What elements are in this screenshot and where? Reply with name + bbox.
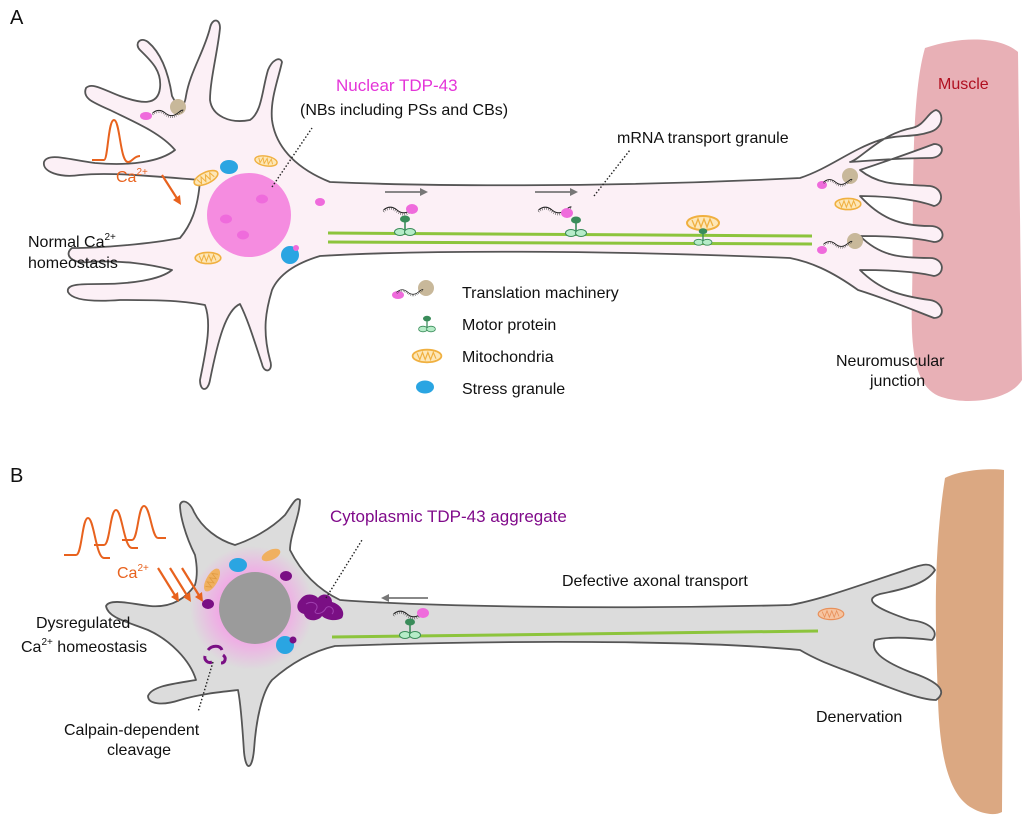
arrowhead [381, 594, 389, 602]
mitochondria [834, 197, 862, 211]
calcium-label: Ca2+ [116, 167, 148, 186]
nmj-label-line2: junction [869, 373, 925, 390]
nuclear-body [237, 230, 249, 240]
arrowhead [570, 188, 578, 196]
tdp43-dot [289, 636, 297, 644]
mitochondria [194, 251, 222, 265]
panel-b-letter: B [10, 465, 23, 487]
pointer-line [593, 149, 631, 197]
healthy-neuron [43, 19, 944, 390]
diseased-neuron [105, 498, 943, 767]
stress-granule [276, 636, 294, 654]
calcium-spike [92, 118, 141, 164]
legend-label: Motor protein [462, 317, 556, 334]
dysregulated-label-line2: Ca2+ homeostasis [21, 637, 147, 656]
mitochondria [817, 607, 845, 621]
microtubule [327, 240, 813, 246]
mitochondria [261, 548, 281, 562]
nmj-label: Neuromuscular [836, 353, 945, 370]
legend-label: Translation machinery [462, 285, 619, 302]
mitochondria [686, 215, 720, 231]
tdp43-dot [293, 245, 299, 251]
mrna-granule-label: mRNA transport granule [617, 130, 789, 147]
mitochondria [203, 568, 221, 592]
mitochondria-icon [411, 348, 443, 364]
stress-granule [220, 160, 238, 174]
arrowhead [420, 188, 428, 196]
tdp43-aggregate-small [280, 571, 292, 581]
translation-machinery-icon [392, 280, 434, 299]
transport-label: Defective axonal transport [562, 573, 748, 590]
tdp43-dot [315, 198, 325, 206]
pointer-line [325, 539, 363, 599]
calcium-influx-arrows [157, 567, 201, 598]
nuclear-body [256, 194, 268, 204]
legend: Translation machinery Motor protein Mito… [392, 280, 619, 398]
legend-label: Mitochondria [462, 349, 554, 366]
nuclear-body [220, 214, 232, 224]
calpain-label: Calpain-dependent [64, 722, 200, 739]
muscle-healthy [911, 39, 1022, 401]
panel-a-letter: A [10, 7, 24, 29]
mrna-transport-granule [537, 205, 573, 218]
translation-machinery [817, 233, 863, 254]
mrna-transport-granule [392, 608, 429, 620]
nucleus-diseased [219, 572, 291, 644]
denervation-label: Denervation [816, 709, 902, 726]
tdp43-aggregate-small [202, 599, 214, 609]
nucleus [207, 173, 291, 257]
pointer-line [271, 127, 313, 188]
muscle-denervated [935, 469, 1004, 815]
nuclear-tdp43-title: Nuclear TDP-43 [336, 76, 458, 95]
homeostasis-label-line2: homeostasis [28, 255, 118, 272]
stress-granule-icon [416, 380, 434, 394]
calcium-arrow [161, 174, 179, 201]
arrowhead [195, 592, 203, 602]
aggregate-label: Cytoplasmic TDP-43 aggregate [330, 507, 567, 526]
calcium-label: Ca2+ [117, 563, 149, 582]
arrowhead [171, 592, 179, 602]
arrowhead [173, 195, 181, 205]
muscle-label: Muscle [938, 76, 989, 93]
dysregulated-label: Dysregulated [36, 615, 130, 632]
stress-granule [229, 558, 247, 572]
arrowhead [183, 592, 191, 602]
calpain-label-line2: cleavage [107, 742, 171, 759]
mrna-transport-granule [382, 204, 418, 216]
translation-machinery [817, 168, 858, 189]
calcium-spikes-repetitive [64, 504, 166, 559]
cytoplasmic-tdp43-aggregate [297, 594, 344, 621]
translation-machinery [140, 99, 186, 120]
calpain-cleaved-fragments [203, 644, 227, 665]
motor-protein-icon [417, 315, 437, 333]
nuclear-tdp43-subtitle: (NBs including PSs and CBs) [300, 102, 508, 119]
legend-label: Stress granule [462, 381, 565, 398]
homeostasis-label: Normal Ca2+ [28, 232, 116, 251]
